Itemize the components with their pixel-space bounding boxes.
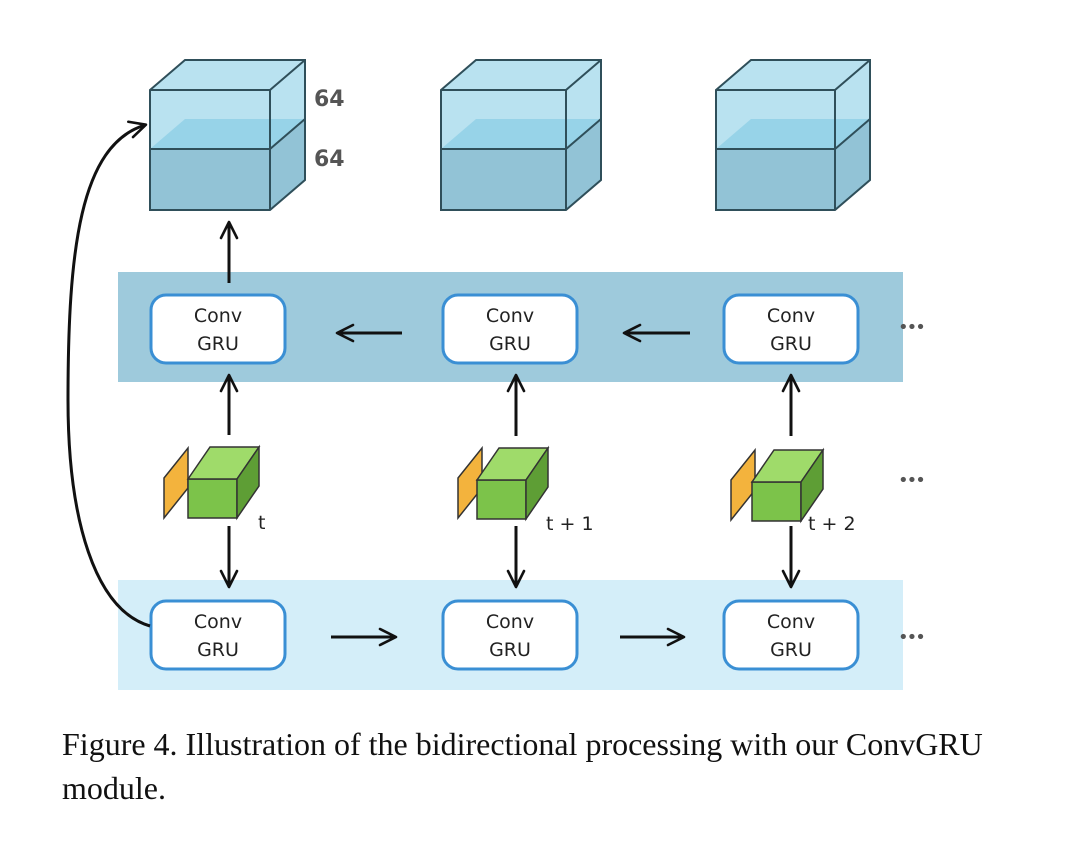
gru-label-bottom: GRU [197,333,239,355]
arrow-forward-to-output-curve [66,120,151,628]
gru-label-bottom: GRU [489,333,531,355]
forward-gru-1: Conv GRU [149,599,287,671]
gru-label-top: Conv [767,611,815,633]
gru-label-top: Conv [486,611,534,633]
cube-label-upper: 64 [314,87,345,112]
backward-gru-1: Conv GRU [149,293,287,365]
gru-label-top: Conv [194,305,242,327]
forward-gru-2: Conv GRU [441,599,579,671]
gru-label-bottom: GRU [770,639,812,661]
gru-label-bottom: GRU [770,333,812,355]
input-feature-t [163,444,261,521]
time-label-t2: t + 2 [808,513,856,535]
input-feature-t1 [457,445,550,522]
bidirectional-convgru-diagram: 64 64 Conv GRU Conv GRU Conv GRU Conv GR… [66,59,926,690]
gru-label-bottom: GRU [197,639,239,661]
gru-label-top: Conv [767,305,815,327]
ellipsis-backward: ••• [898,317,924,338]
backward-gru-3: Conv GRU [722,293,860,365]
time-label-t: t [258,512,265,534]
gru-label-bottom: GRU [489,639,531,661]
input-feature-t2 [730,447,825,524]
backward-gru-2: Conv GRU [441,293,579,365]
ellipsis-inputs: ••• [898,470,924,491]
output-cube-2 [440,59,602,211]
output-cube-1 [149,59,306,211]
ellipsis-forward: ••• [898,627,924,648]
cube-label-lower: 64 [314,147,345,172]
gru-label-top: Conv [194,611,242,633]
forward-gru-3: Conv GRU [722,599,860,671]
figure-caption: Figure 4. Illustration of the bidirectio… [62,726,983,806]
gru-label-top: Conv [486,305,534,327]
time-label-t1: t + 1 [546,513,594,535]
output-cube-3 [715,59,871,211]
